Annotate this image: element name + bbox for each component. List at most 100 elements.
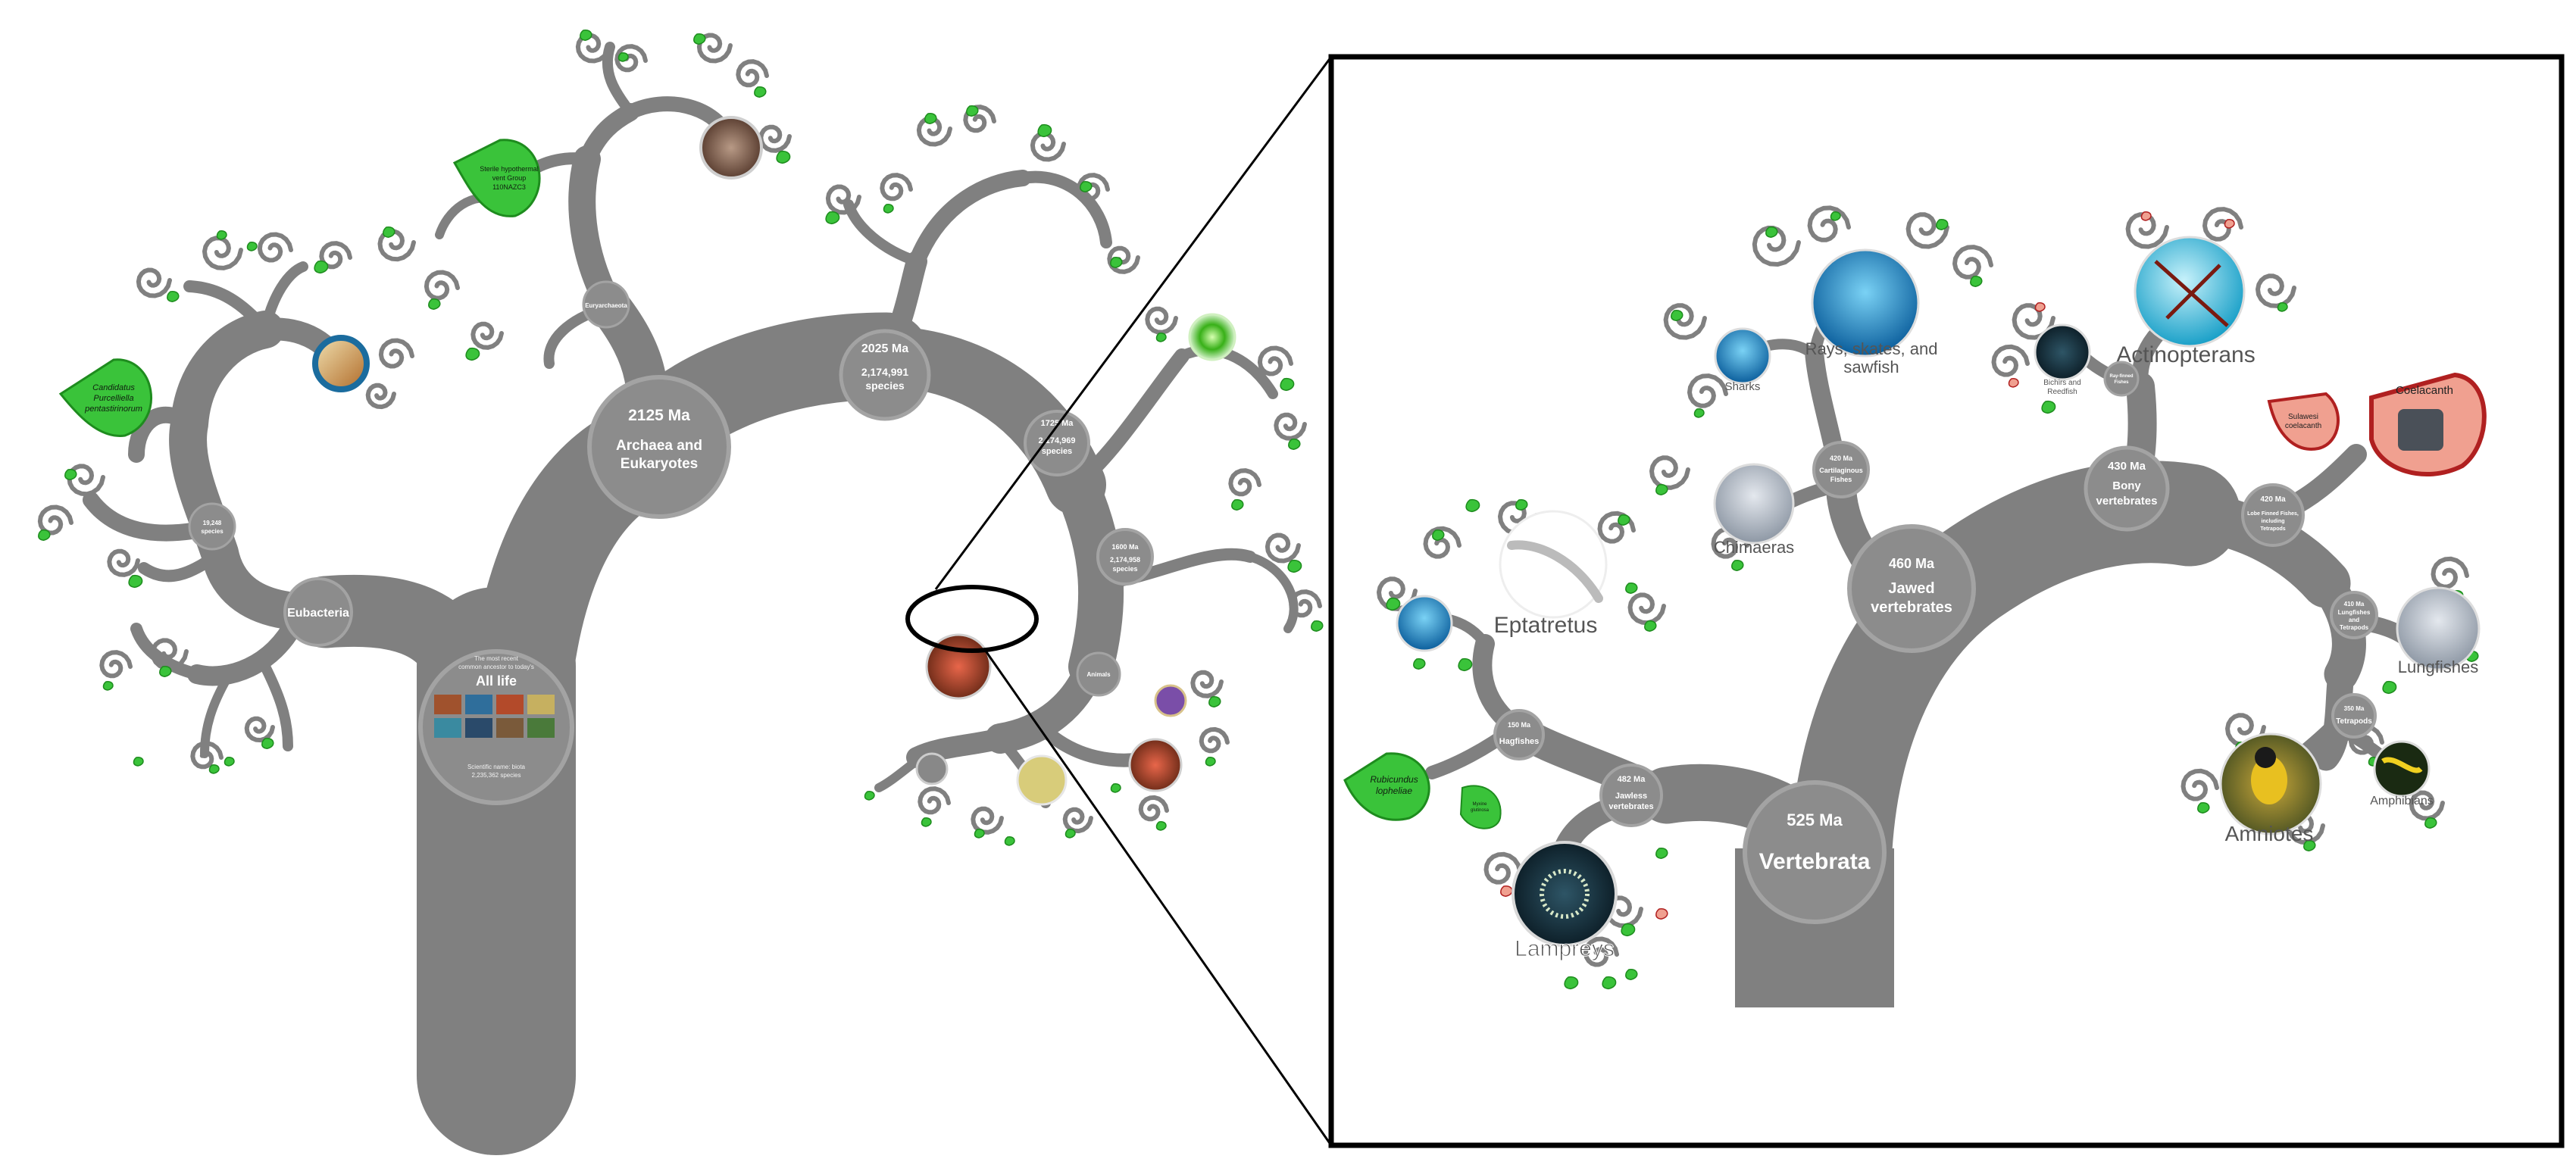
leaf bbox=[1064, 829, 1076, 839]
svg-text:Lungfishes: Lungfishes bbox=[2398, 657, 2478, 676]
node-amniotes[interactable]: Amniotes bbox=[2219, 732, 2322, 845]
node-unikonts[interactable]: 1600 Ma 2,174,958 species bbox=[1096, 528, 1154, 586]
leaf-candidatus-line2: Purcelliella bbox=[93, 394, 133, 403]
svg-text:Rubicundus: Rubicundus bbox=[1370, 774, 1418, 785]
svg-text:Reedfish: Reedfish bbox=[2047, 388, 2077, 396]
node-euryarchaeota[interactable]: Euryarchaeota bbox=[582, 280, 630, 329]
photo-small-node[interactable] bbox=[915, 752, 949, 786]
svg-text:vertebrates: vertebrates bbox=[2096, 495, 2158, 508]
leaf bbox=[2140, 211, 2152, 221]
node-animals[interactable]: Animals bbox=[1076, 651, 1121, 697]
leaf bbox=[617, 52, 629, 62]
node-hagfishes[interactable]: 150 Ma Hagfishes bbox=[1493, 709, 1545, 761]
node-vertebrata[interactable]: 525 Ma Vertebrata bbox=[1743, 780, 1887, 924]
photo-green-cell-node[interactable] bbox=[1188, 313, 1236, 361]
leaf bbox=[167, 291, 180, 302]
photo-purple-node[interactable] bbox=[1154, 684, 1187, 717]
leaf bbox=[924, 113, 937, 124]
twig-spiral bbox=[696, 33, 733, 64]
node-actinopterans[interactable]: Actinopterans bbox=[2116, 236, 2256, 367]
node-eptatretus[interactable]: Eptatretus bbox=[1494, 510, 1608, 638]
leaf bbox=[159, 666, 172, 677]
leaf bbox=[825, 211, 840, 225]
leaf-myxine-glutinosa[interactable]: Myxine glutinosa bbox=[1459, 785, 1502, 829]
twig-spiral bbox=[67, 464, 105, 497]
leaf-sterile-hypothermal[interactable]: Sterile hypothermal vent Group 110NAZC3 bbox=[452, 139, 541, 217]
node-cartilaginous-fishes[interactable]: 420 Ma Cartilaginous Fishes bbox=[1812, 441, 1870, 498]
node-myxine-photo[interactable] bbox=[1396, 595, 1453, 652]
svg-text:150 Ma: 150 Ma bbox=[1508, 721, 1531, 729]
twig-spiral bbox=[736, 59, 769, 88]
leaf bbox=[1671, 310, 1683, 321]
leaf bbox=[2382, 680, 2397, 695]
node-jawed-vertebrates[interactable]: 460 Ma Jawed vertebrates bbox=[1847, 524, 1976, 653]
leaf bbox=[693, 33, 706, 45]
leaf bbox=[1655, 484, 1668, 495]
leaf bbox=[1458, 657, 1473, 672]
leaf bbox=[1830, 211, 1841, 221]
photo-coral-node[interactable] bbox=[312, 335, 370, 392]
svg-text:Euryarchaeota: Euryarchaeota bbox=[585, 302, 627, 309]
leaf bbox=[1386, 597, 1401, 611]
node-archaea-ma: 2125 Ma bbox=[628, 407, 690, 424]
node-archaea-eukaryotes[interactable]: 2125 Ma Archaea and Eukaryotes bbox=[587, 375, 731, 519]
node-lampreys[interactable]: Lampreys bbox=[1512, 841, 1618, 962]
leaf-sterile-line1: Sterile hypothermal bbox=[480, 165, 539, 173]
node-eubacteria-label: Eubacteria bbox=[287, 607, 349, 620]
twig-spiral bbox=[1952, 245, 1993, 280]
leaf bbox=[1004, 836, 1015, 846]
twig-spiral bbox=[424, 270, 460, 301]
all-life-photo-grid bbox=[434, 695, 555, 738]
leaf bbox=[64, 469, 77, 480]
node-eubacteria[interactable]: Eubacteria bbox=[283, 577, 353, 647]
node-eukaryotes[interactable]: 2025 Ma 2,174,991 species bbox=[839, 329, 931, 421]
leaf bbox=[1621, 923, 1636, 937]
node-sharks[interactable]: Sharks bbox=[1714, 327, 1771, 393]
node-amphibians[interactable]: Amphibians bbox=[2370, 740, 2434, 807]
node-coelacanth[interactable]: Coelacanth bbox=[2369, 372, 2487, 477]
twig-spiral bbox=[1289, 589, 1322, 618]
leaf bbox=[2224, 219, 2235, 229]
node-rays-skates-sawfish[interactable]: Rays, skates, and sawfish bbox=[1805, 248, 1938, 376]
leaf bbox=[1936, 219, 1949, 230]
leaf bbox=[1155, 821, 1167, 831]
leaf-rubicundus[interactable]: Rubicundus lopheliae bbox=[1343, 752, 1430, 821]
photo-fungi-node[interactable] bbox=[1016, 754, 1068, 806]
leaf bbox=[208, 764, 220, 774]
node-opisthokonts[interactable]: 1725 Ma 2,174,969 species bbox=[1024, 410, 1090, 476]
leaf bbox=[1110, 783, 1121, 793]
twig-spiral bbox=[1483, 851, 1522, 885]
twig-spiral bbox=[1107, 245, 1140, 274]
svg-text:lopheliae: lopheliae bbox=[1376, 786, 1412, 796]
leaf bbox=[1413, 658, 1426, 670]
node-sulawesi-coelacanth[interactable]: Sulawesi coelacanth bbox=[2267, 392, 2340, 451]
leaf-candidatus[interactable]: Candidatus Purcelliella pentastirinorum bbox=[58, 358, 152, 437]
svg-text:species: species bbox=[865, 379, 905, 392]
node-all-life[interactable]: The most recent common ancestor to today… bbox=[418, 649, 574, 805]
svg-text:Sharks: Sharks bbox=[1725, 380, 1761, 393]
leaf-candidatus-line3: pentastirinorum bbox=[84, 404, 142, 414]
node-lungfishes[interactable]: Lungfishes bbox=[2396, 586, 2481, 676]
twig-spiral bbox=[319, 241, 352, 270]
photo-archaea-node[interactable] bbox=[699, 116, 763, 180]
leaf bbox=[754, 86, 767, 98]
svg-text:2,235,362 species: 2,235,362 species bbox=[472, 772, 521, 779]
svg-text:Fishes: Fishes bbox=[2114, 380, 2129, 385]
photo-plant-node[interactable] bbox=[1128, 738, 1183, 792]
node-all-life-title: All life bbox=[476, 673, 517, 689]
node-bony-vertebrates[interactable]: 430 Ma Bony vertebrates bbox=[2084, 445, 2170, 532]
leaf bbox=[1311, 620, 1324, 632]
node-tetrapods[interactable]: 350 Ma Tetrapods bbox=[2331, 693, 2377, 739]
node-chimaeras[interactable]: Chimaeras bbox=[1713, 463, 1795, 557]
node-bacteria-count[interactable]: 19,248 species bbox=[188, 502, 236, 551]
svg-text:glutinosa: glutinosa bbox=[1471, 808, 1490, 813]
node-lungfishes-tetrapods[interactable]: 410 Ma Lungfishes and Tetrapods bbox=[2330, 591, 2378, 639]
twig-spiral bbox=[1905, 212, 1949, 249]
node-jawless-vertebrates[interactable]: 482 Ma Jawless vertebrates bbox=[1599, 764, 1663, 827]
node-bichirs-reedfish[interactable]: Bichirs and Reedfish bbox=[2034, 323, 2091, 396]
twig-spiral bbox=[971, 806, 1004, 835]
node-ray-finned-fishes[interactable]: Ray-finned Fishes bbox=[2103, 361, 2140, 397]
node-lobe-finned-fishes[interactable]: 420 Ma Lobe Finned Fishes, including Tet… bbox=[2241, 483, 2305, 547]
leaf bbox=[1500, 885, 1513, 897]
leaf bbox=[128, 574, 143, 589]
